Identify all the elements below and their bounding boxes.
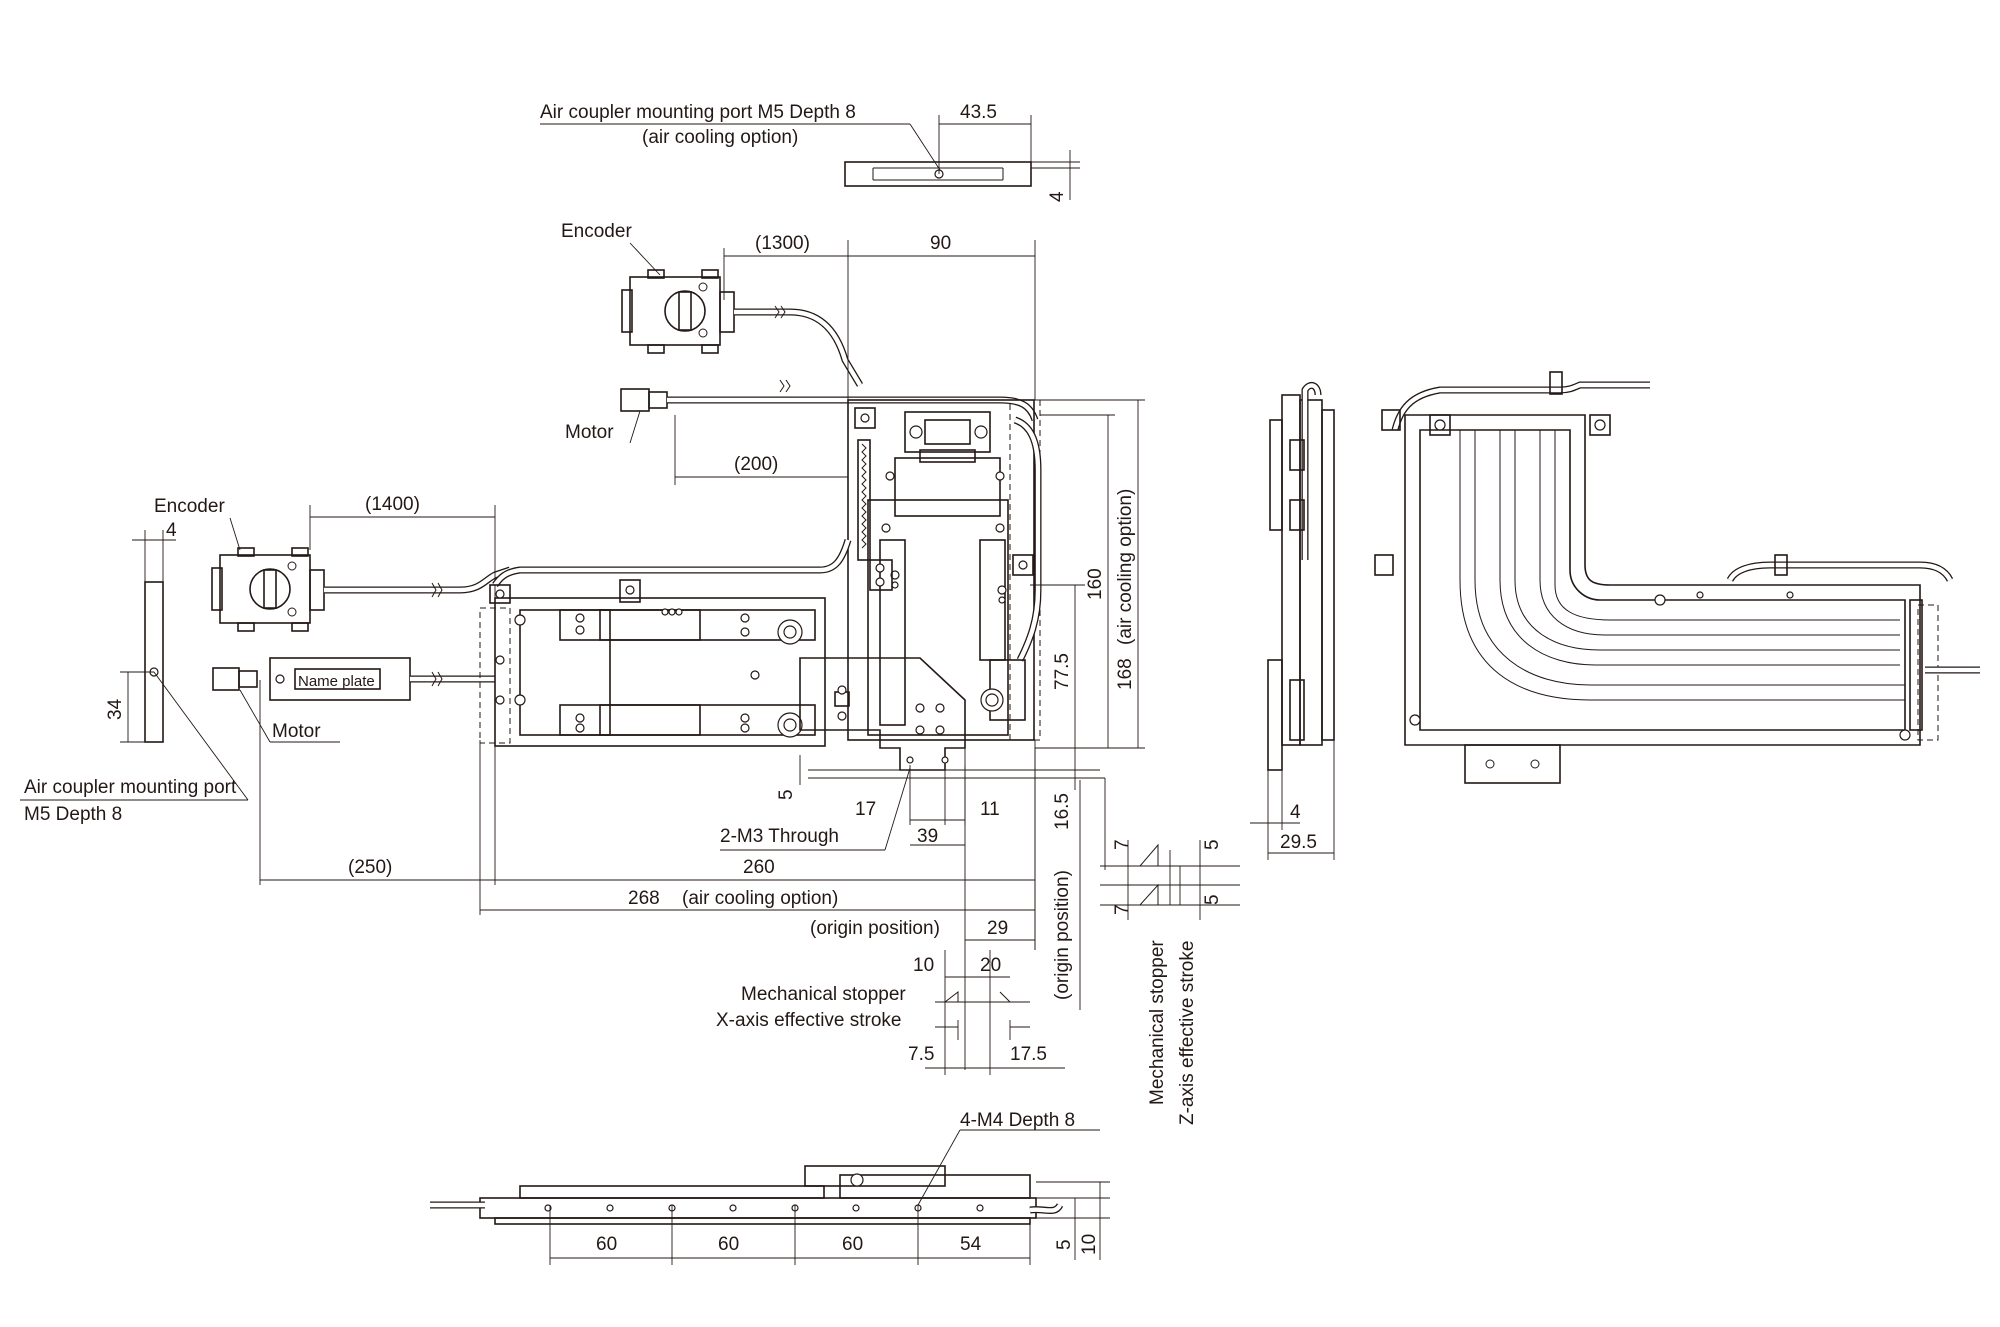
dim-5-top-z: 5 [1202, 839, 1223, 850]
dim-5-bottom-z: 5 [1202, 894, 1223, 905]
dim-4-side: 4 [1290, 802, 1301, 823]
encoder-label-x: Encoder [154, 496, 225, 517]
dim-5-bottom: 5 [1054, 1239, 1075, 1250]
dim-200: (200) [734, 454, 778, 475]
air-port-label-top: Air coupler mounting port M5 Depth 8 [540, 102, 856, 123]
origin-position-z: (origin position) [1052, 870, 1073, 1000]
dim-5-x: 5 [776, 789, 797, 800]
through-label: 2-M3 Through [720, 826, 839, 847]
dim-268-note: (air cooling option) [682, 888, 838, 909]
dim-16-5: 16.5 [1052, 793, 1073, 830]
pitch-4: 54 [960, 1234, 982, 1255]
dim-1300: (1300) [755, 233, 810, 254]
air-port-label-left-2: M5 Depth 8 [24, 804, 122, 825]
x-stroke-diagram [925, 950, 1065, 1075]
dim-air-cooling-z: (air cooling option) [1115, 489, 1136, 645]
origin-position-x: (origin position) [810, 918, 940, 939]
m4-label: 4-M4 Depth 8 [960, 1110, 1075, 1131]
dim-7-5: 7.5 [908, 1044, 934, 1065]
dim-17: 17 [855, 799, 876, 820]
encoder-label-z: Encoder [561, 221, 632, 242]
dim-34: 34 [105, 698, 126, 720]
pitch-1: 60 [596, 1234, 617, 1255]
dim-10-stroke: 10 [913, 955, 934, 976]
effective-stroke-x: X-axis effective stroke [716, 1010, 902, 1031]
pitch-2: 60 [718, 1234, 739, 1255]
air-port-label-left-1: Air coupler mounting port [24, 777, 237, 798]
dim-1400: (1400) [365, 494, 420, 515]
dim-43-5: 43.5 [960, 102, 997, 123]
dim-77-5: 77.5 [1052, 653, 1073, 690]
side-view [1250, 381, 1335, 860]
air-option-label-top: (air cooling option) [642, 127, 798, 148]
dim-160: 160 [1085, 568, 1106, 600]
motor-label-z: Motor [565, 422, 614, 443]
dim-7-top: 7 [1112, 839, 1133, 850]
z-axis-cables [620, 269, 1039, 422]
dim-4-left: 4 [166, 520, 177, 541]
z-axis-body [847, 399, 1042, 741]
x-axis-dims [259, 680, 1105, 1070]
z-stroke-diagram [1100, 778, 1240, 920]
dim-250: (250) [348, 857, 392, 878]
z-top-dims [674, 240, 1036, 485]
mech-stopper-z: Mechanical stopper [1147, 940, 1168, 1105]
dim-17-5: 17.5 [1010, 1044, 1047, 1065]
x-axis-left-items [20, 530, 512, 801]
dim-29: 29 [987, 918, 1008, 939]
name-plate: Name plate [298, 673, 375, 690]
dim-4-top: 4 [1047, 191, 1068, 202]
mech-stopper-x: Mechanical stopper [741, 984, 906, 1005]
x-axis-body [479, 538, 966, 771]
pitch-3: 60 [842, 1234, 863, 1255]
dim-10-bottom: 10 [1079, 1234, 1100, 1255]
dim-90: 90 [930, 233, 951, 254]
dim-11: 11 [980, 799, 1000, 820]
right-view [1374, 371, 1980, 784]
bottom-view [430, 1129, 1110, 1265]
dim-29-5: 29.5 [1280, 832, 1317, 853]
dim-7-bottom: 7 [1112, 904, 1133, 915]
dim-168: 168 [1115, 658, 1136, 690]
dim-268: 268 [628, 888, 660, 909]
dim-20-stroke: 20 [980, 955, 1001, 976]
top-plate-view [540, 115, 1080, 200]
dim-260: 260 [743, 857, 775, 878]
effective-stroke-z: Z-axis effective stroke [1177, 941, 1198, 1125]
dim-39: 39 [917, 826, 938, 847]
motor-label-x: Motor [272, 721, 321, 742]
